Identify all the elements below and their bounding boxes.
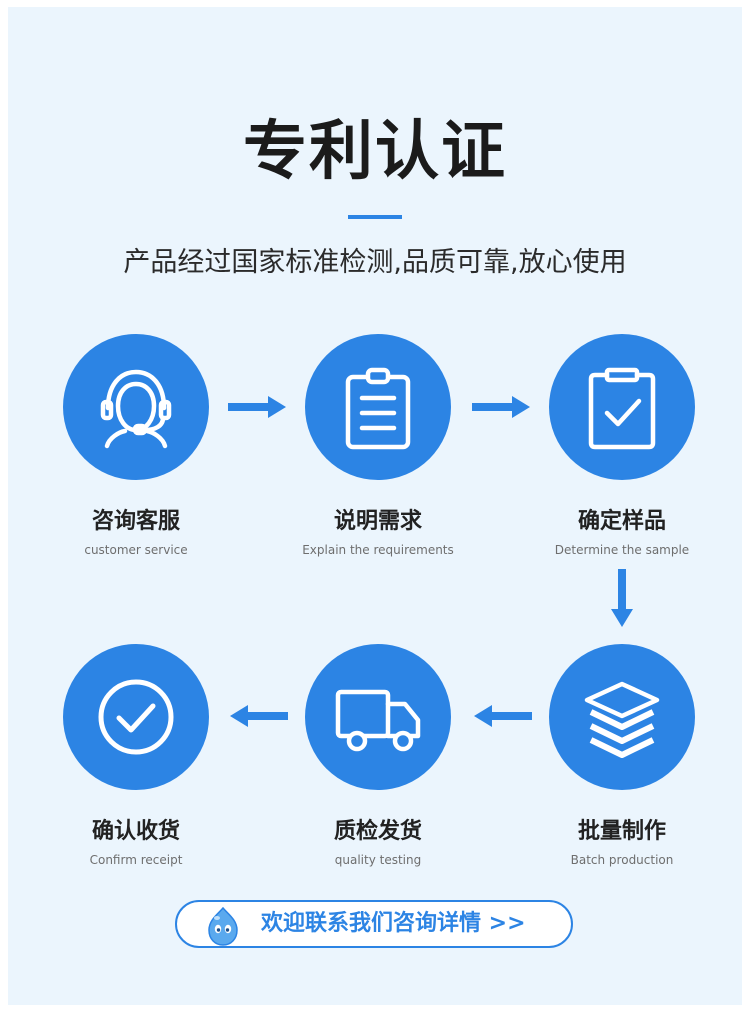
step-subtitle: Confirm receipt: [89, 853, 183, 867]
checked-clipboard-icon: [588, 367, 656, 450]
contact-button[interactable]: 欢迎联系我们咨询详情 >>: [175, 900, 573, 948]
truck-icon: [335, 689, 421, 752]
page-subtitle: 产品经过国家标准检测,品质可靠,放心使用: [123, 247, 627, 278]
arrow-right-icon: [472, 396, 530, 418]
step-subtitle: quality testing: [334, 853, 422, 867]
step-title: 确认收货: [91, 819, 180, 844]
step-subtitle: Determine the sample: [554, 543, 690, 557]
step-batch-production: [549, 644, 695, 790]
step-explain-requirements: [305, 334, 451, 480]
step-title: 批量制作: [577, 819, 666, 844]
step-title: 质检发货: [333, 819, 422, 844]
step-quality-testing: [305, 644, 451, 790]
step-subtitle: Explain the requirements: [302, 543, 454, 557]
layers-icon: [584, 681, 660, 758]
clipboard-icon: [345, 367, 411, 450]
step-title: 咨询客服: [91, 509, 180, 534]
check-circle-icon: [98, 679, 174, 755]
step-confirm-receipt: [63, 644, 209, 790]
step-title: 确定样品: [577, 509, 666, 534]
page-title: 专利认证: [243, 115, 507, 189]
step-determine-sample: [549, 334, 695, 480]
process-panel: 专利认证 产品经过国家标准检测,品质可靠,放心使用: [8, 7, 742, 1005]
mascot-icon: [208, 906, 238, 946]
step-subtitle: Batch production: [570, 853, 674, 867]
step-customer-service: [63, 334, 209, 480]
arrow-left-icon: [474, 705, 532, 727]
arrow-right-icon: [228, 396, 286, 418]
title-underline: [348, 215, 402, 219]
arrow-left-icon: [230, 705, 288, 727]
customer-service-icon: [100, 369, 172, 449]
step-title: 说明需求: [333, 509, 422, 534]
arrow-down-icon: [611, 569, 633, 627]
contact-button-label: 欢迎联系我们咨询详情 >>: [261, 911, 526, 936]
step-subtitle: customer service: [84, 543, 188, 557]
